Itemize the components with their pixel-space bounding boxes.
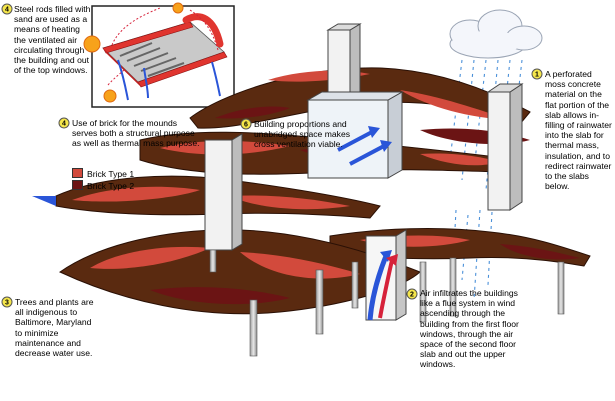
svg-text:2: 2 [410,292,414,299]
callout-steel-rods: Steel rods filled with sand are used as … [14,4,91,76]
callout-flue-system: Air infiltrates the buildings like a flu… [420,288,519,370]
tower-right [486,83,524,211]
svg-text:4: 4 [62,121,66,128]
cloud-icon [449,9,543,59]
callout-badges: 4 4 6 1 2 3 [1,3,543,308]
callout-indigenous-plants: Trees and plants are all indigenous to B… [15,297,94,359]
columns [209,249,565,357]
tower-left [204,133,243,251]
callout-cross-ventilation: Building proportions and unabridged spac… [254,119,351,150]
steel-rods-inset [91,5,235,108]
legend-item-brick-type-1: Brick Type 1 [72,168,134,180]
svg-text:1: 1 [535,72,539,79]
air-flow-arrows [337,126,398,321]
legend: Brick Type 1 Brick Type 2 [72,168,134,192]
bottom-slab [59,229,421,315]
glass-box [306,91,404,179]
svg-text:3: 3 [5,300,9,307]
sun-icon [83,2,184,103]
legend-item-brick-type-2: Brick Type 2 [72,180,134,192]
callout-moss-concrete: A perforated moss concrete material on t… [545,69,612,192]
callout-brick-mounds: Use of brick for the mounds serves both … [72,118,200,149]
svg-text:6: 6 [244,122,248,129]
svg-text:4: 4 [5,7,9,14]
